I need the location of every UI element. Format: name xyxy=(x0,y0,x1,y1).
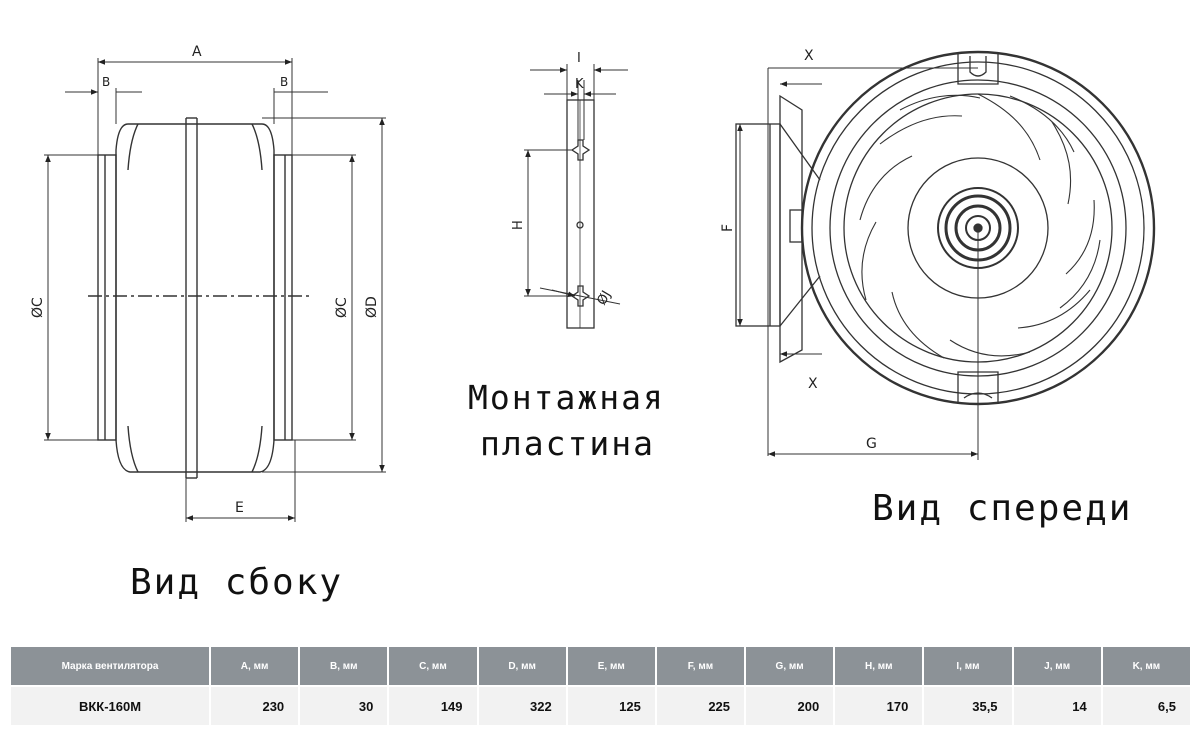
table-header-row: Марка вентилятора A, мм B, мм C, мм D, м… xyxy=(11,647,1190,685)
dim-label-e: E xyxy=(235,500,244,516)
side-view-dimension-labels: A B B ØC ØC ØD E xyxy=(30,44,380,516)
cell-e: 125 xyxy=(567,687,655,725)
cell-i: 35,5 xyxy=(924,687,1012,725)
dim-label-h: H xyxy=(511,220,526,230)
header-a: A, мм xyxy=(211,647,299,685)
dim-label-d: ØD xyxy=(364,296,380,318)
cell-c: 149 xyxy=(389,687,477,725)
fan-body-outline xyxy=(115,123,275,473)
cell-b: 30 xyxy=(300,687,388,725)
dim-label-x-bottom: X xyxy=(808,376,818,392)
dim-label-j: ØJ xyxy=(594,288,614,308)
header-i: I, мм xyxy=(924,647,1012,685)
plate-caption-line2: пластина xyxy=(480,424,655,463)
technical-drawing: A B B ØC ØC ØD E I K H xyxy=(30,44,1156,522)
table-row: ВКК-160М 230 30 149 322 125 225 200 170 … xyxy=(11,687,1190,725)
right-spigot xyxy=(273,154,293,441)
dim-label-c-left: ØC xyxy=(30,297,46,318)
header-b: B, мм xyxy=(300,647,388,685)
header-c: C, мм xyxy=(389,647,477,685)
cell-h: 170 xyxy=(835,687,923,725)
cell-k: 6,5 xyxy=(1102,687,1190,725)
cell-f: 225 xyxy=(656,687,745,725)
header-d: D, мм xyxy=(478,647,566,685)
cell-model: ВКК-160М xyxy=(11,687,209,725)
cell-g: 200 xyxy=(746,687,834,725)
front-view-caption: Вид спереди xyxy=(872,488,1133,529)
mounting-plate-drawing xyxy=(524,64,628,329)
dim-label-b-left: B xyxy=(102,75,110,89)
header-f: F, мм xyxy=(656,647,745,685)
dim-label-i: I xyxy=(577,51,581,66)
cell-a: 230 xyxy=(211,687,299,725)
left-spigot xyxy=(97,154,117,441)
front-view-drawing xyxy=(735,50,1156,460)
dim-label-a: A xyxy=(192,44,202,60)
header-e: E, мм xyxy=(567,647,655,685)
side-view-caption: Вид сбоку xyxy=(130,562,344,603)
plate-body xyxy=(566,99,595,329)
header-g: G, мм xyxy=(746,647,834,685)
specifications-table: Марка вентилятора A, мм B, мм C, мм D, м… xyxy=(9,645,1192,727)
cell-d: 322 xyxy=(478,687,566,725)
side-view-drawing xyxy=(44,58,386,522)
plate-dimension-labels: I K H ØJ xyxy=(511,51,615,308)
dim-label-f: F xyxy=(720,224,736,232)
header-k: K, мм xyxy=(1102,647,1190,685)
front-spigot xyxy=(735,123,781,327)
dim-label-g: G xyxy=(866,436,877,452)
dim-label-c-right: ØC xyxy=(334,297,350,318)
header-model: Марка вентилятора xyxy=(11,647,209,685)
dim-label-x-top: X xyxy=(804,48,814,64)
dim-label-k: K xyxy=(575,77,584,92)
front-dimension-labels: X X F G xyxy=(720,48,877,452)
plate-caption-line1: Монтажная xyxy=(468,378,665,417)
header-j: J, мм xyxy=(1013,647,1101,685)
dim-label-b-right: B xyxy=(280,75,288,89)
cell-j: 14 xyxy=(1013,687,1101,725)
header-h: H, мм xyxy=(835,647,923,685)
impeller-blades xyxy=(859,93,1101,359)
